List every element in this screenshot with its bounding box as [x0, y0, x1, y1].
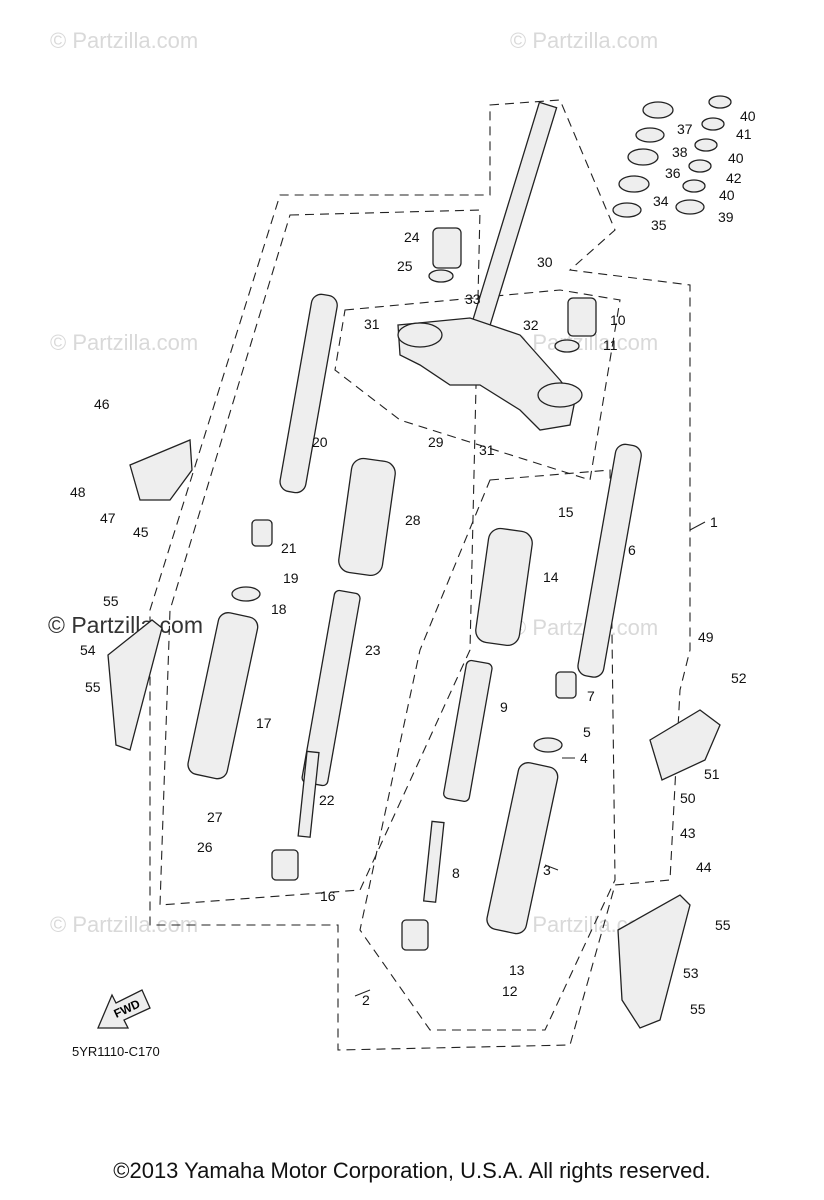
oil-seal-18 — [231, 586, 261, 602]
callout-4: 4 — [580, 750, 588, 766]
callout-40: 40 — [740, 108, 756, 124]
rebound-spring-right — [401, 919, 429, 951]
bearing-stack — [612, 95, 732, 218]
callout-47: 47 — [100, 510, 116, 526]
watermark: © Partzilla.com — [48, 612, 203, 638]
outer-tube-left — [187, 612, 259, 780]
callout-43: 43 — [680, 825, 696, 841]
watermark: © Partzilla.com — [50, 330, 199, 355]
cap-bolt-24 — [432, 227, 462, 269]
diagram-code: 5YR1110-C170 — [72, 1044, 160, 1059]
callout-26: 26 — [197, 839, 213, 855]
callout-22: 22 — [319, 792, 335, 808]
callout-30: 30 — [537, 254, 553, 270]
callout-37: 37 — [677, 121, 693, 137]
inner-tube-left — [279, 293, 338, 494]
callout-10: 10 — [610, 312, 626, 328]
callout-20: 20 — [312, 434, 328, 450]
o-ring-11 — [554, 339, 580, 353]
callout-55: 55 — [690, 1001, 706, 1017]
callout-51: 51 — [704, 766, 720, 782]
watermark: © Partzilla.com — [50, 28, 199, 53]
rebound-spring-left — [271, 849, 299, 881]
damper-rod-right — [422, 820, 445, 903]
fork-spring-right — [443, 659, 493, 802]
watermark: © Partzilla.com — [510, 28, 659, 53]
callout-31: 31 — [364, 316, 380, 332]
fork-guard-right — [617, 894, 691, 1029]
callout-11: 11 — [603, 337, 618, 353]
callout-17: 17 — [256, 715, 272, 731]
callout-49: 49 — [698, 629, 714, 645]
callout-28: 28 — [405, 512, 421, 528]
callout-52: 52 — [731, 670, 747, 686]
callout-50: 50 — [680, 790, 696, 806]
callout-27: 27 — [207, 809, 223, 825]
callout-36: 36 — [665, 165, 681, 181]
callout-5: 5 — [583, 724, 591, 740]
callout-55: 55 — [85, 679, 101, 695]
callout-2: 2 — [362, 992, 370, 1008]
callout-54: 54 — [80, 642, 96, 658]
cap-bolt-10 — [567, 297, 597, 337]
callout-34: 34 — [653, 193, 669, 209]
callout-18: 18 — [271, 601, 287, 617]
callout-16: 16 — [320, 888, 336, 904]
callout-23: 23 — [365, 642, 381, 658]
callout-44: 44 — [696, 859, 712, 875]
callout-42: 42 — [726, 170, 742, 186]
fork-guard-left — [107, 619, 163, 751]
callout-8: 8 — [452, 865, 460, 881]
group-outline-bracket — [334, 289, 621, 481]
callout-46: 46 — [94, 396, 110, 412]
callout-55: 55 — [103, 593, 119, 609]
callout-32: 32 — [523, 317, 539, 333]
callout-53: 53 — [683, 965, 699, 981]
damper-rod-left — [297, 750, 320, 838]
callout-48: 48 — [70, 484, 86, 500]
callout-55: 55 — [715, 917, 731, 933]
callout-40: 40 — [719, 187, 735, 203]
callout-45: 45 — [133, 524, 149, 540]
callout-19: 19 — [283, 570, 299, 586]
copyright-notice: ©2013 Yamaha Motor Corporation, U.S.A. A… — [113, 1158, 711, 1183]
callout-33: 33 — [465, 291, 481, 307]
callout-25: 25 — [397, 258, 413, 274]
slide-metal-21 — [251, 519, 273, 547]
oil-seal-4 — [533, 737, 563, 753]
callout-38: 38 — [672, 144, 688, 160]
callout-3: 3 — [543, 862, 551, 878]
callout-7: 7 — [587, 688, 595, 704]
inner-tube-right — [577, 443, 642, 678]
o-ring-25 — [428, 269, 454, 283]
forward-arrow-icon: FWD — [97, 989, 151, 1029]
outer-tube-right — [486, 762, 559, 935]
callout-15: 15 — [558, 504, 574, 520]
under-bracket — [397, 317, 583, 431]
callout-29: 29 — [428, 434, 444, 450]
slide-metal-7 — [555, 671, 577, 699]
fork-boot-left — [338, 457, 396, 577]
callout-1: 1 — [710, 514, 718, 530]
callout-41: 41 — [736, 126, 752, 142]
callout-13: 13 — [509, 962, 525, 978]
callout-9: 9 — [500, 699, 508, 715]
fork-boot-right — [475, 527, 533, 647]
callout-12: 12 — [502, 983, 518, 999]
callout-35: 35 — [651, 217, 667, 233]
callout-6: 6 — [628, 542, 636, 558]
callout-39: 39 — [718, 209, 734, 225]
callout-31: 31 — [479, 442, 495, 458]
callout-14: 14 — [543, 569, 559, 585]
cable-bracket-right — [649, 709, 721, 781]
callout-24: 24 — [404, 229, 420, 245]
callouts: 1 2 3 4 5 6 7 8 9 10 11 12 13 14 15 16 1… — [70, 108, 756, 1017]
callout-21: 21 — [281, 540, 297, 556]
callout-40: 40 — [728, 150, 744, 166]
cable-bracket-left — [129, 439, 193, 501]
